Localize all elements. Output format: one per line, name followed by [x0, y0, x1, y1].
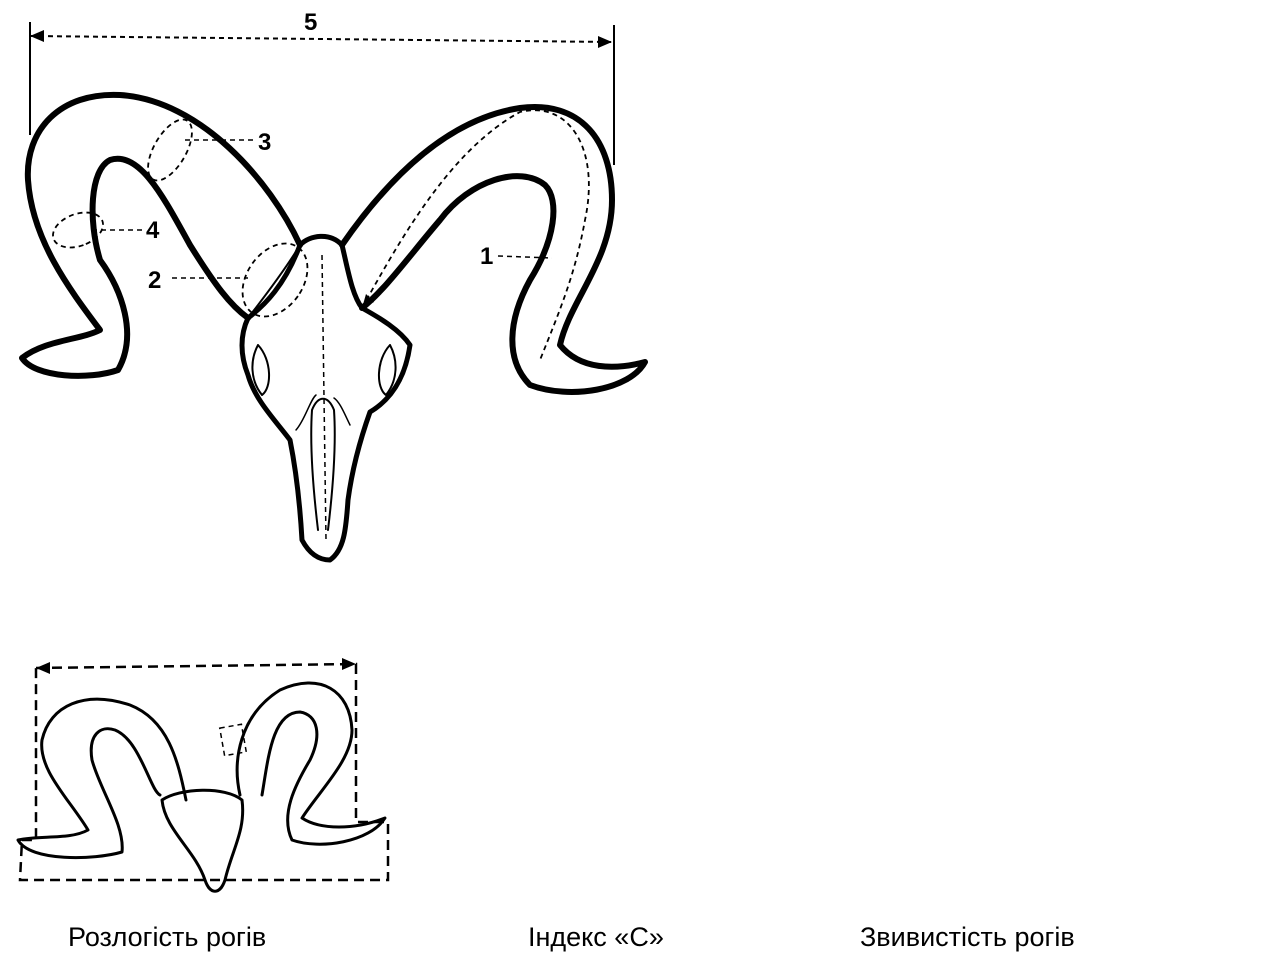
caption-curvature: Звивистість рогів — [860, 922, 1075, 953]
label-3: 3 — [258, 129, 271, 156]
measure-1-length-line — [362, 110, 589, 360]
label-2: 2 — [148, 267, 161, 294]
label-4: 4 — [146, 217, 160, 244]
main-skull-figure: 5 1 2 3 4 — [22, 9, 645, 560]
label-5: 5 — [304, 9, 317, 36]
caption-c-index: Індекс «С» — [528, 922, 664, 953]
spread-figure — [18, 658, 388, 891]
label-1: 1 — [480, 243, 493, 270]
spread-bounding-box — [20, 664, 388, 880]
caption-spread: Розлогість рогів — [68, 922, 266, 953]
